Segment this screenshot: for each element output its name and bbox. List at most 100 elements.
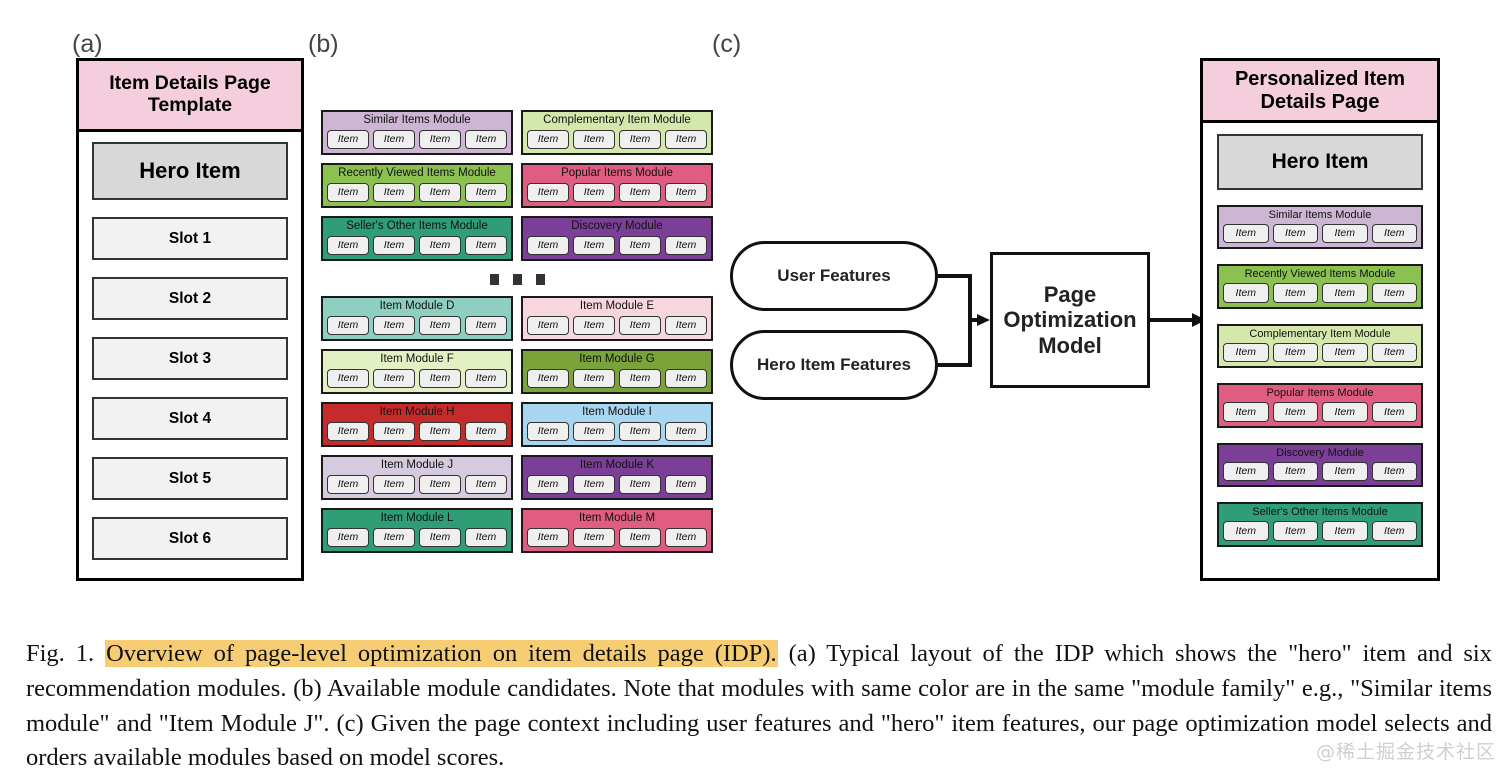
user-features-node: User Features [730,241,938,311]
item-tile: Item [419,235,461,256]
candidate-lettered-module-title: Item Module D [379,300,455,312]
candidate-named-module-title: Recently Viewed Items Module [338,167,496,180]
item-tile: Item [619,527,661,548]
item-tile: Item [1272,283,1318,303]
item-tile: Item [1371,461,1417,482]
caption-highlight: Overview of page-level optimization on i… [105,640,778,667]
item-tile: Item [1371,402,1417,422]
item-tile: Item [1223,461,1269,482]
item-tile: Item [373,315,415,336]
candidate-named-module-title: Discovery Module [571,220,663,233]
item-tile: Item [527,474,569,495]
candidate-lettered-module-title: Item Module K [579,459,655,472]
hero-item-features-node: Hero Item Features [730,330,938,400]
item-tile: Item [327,368,369,389]
item-tile: Item [1322,402,1368,422]
item-tile: Item [327,421,369,442]
item-tile: Item [1272,342,1318,363]
item-tile: Item [619,315,661,336]
item-tile: Item [465,368,507,389]
item-tile: Item [1371,223,1417,244]
item-tile: Item [1371,283,1417,303]
candidate-named-module-title: Similar Items Module [363,114,471,126]
item-tile: Item [373,527,415,548]
item-tile: Item [573,315,615,336]
personalized-module-title: Popular Items Module [1266,387,1374,400]
item-tile: Item [665,315,707,336]
item-tile: Item [1322,342,1368,363]
template-slot-5: Slot 5 [92,457,288,500]
item-tile: Item [373,182,415,203]
item-tile: Item [665,421,707,442]
item-tile: Item [419,182,461,203]
item-tile: Item [665,129,707,150]
candidate-lettered-module-title: Item Module I [582,406,652,419]
page-optimization-model-node: Page Optimization Model [990,252,1150,388]
candidate-lettered-module-title: Item Module E [579,300,655,312]
personalized-module-title: Similar Items Module [1268,209,1372,221]
template-slot-3: Slot 3 [92,337,288,380]
candidate-named-module-title: Complementary Item Module [543,114,691,126]
item-tile: Item [419,368,461,389]
item-tile: Item [1322,283,1368,303]
item-tile: Item [327,235,369,256]
template-slot-1: Slot 1 [92,217,288,260]
personalized-card-title: Personalized Item Details Page [1203,61,1437,123]
item-tile: Item [573,129,615,150]
personalized-module-title: Seller's Other Items Module [1252,506,1388,519]
candidate-lettered-module-title: Item Module H [379,406,455,419]
item-tile: Item [619,182,661,203]
item-tile: Item [327,129,369,150]
personalized-hero-item: Hero Item [1217,134,1423,190]
item-tile: Item [373,235,415,256]
item-tile: Item [527,235,569,256]
watermark: @稀土掘金技术社区 [1315,741,1496,763]
personalized-module-title: Discovery Module [1276,446,1364,459]
panel-label-a: (a) [72,30,103,58]
item-tile: Item [419,129,461,150]
item-tile: Item [1371,342,1417,363]
item-tile: Item [619,421,661,442]
item-tile: Item [373,129,415,150]
personalized-item-details-page-card: Personalized Item Details Page Hero Item… [1200,58,1440,581]
item-tile: Item [465,527,507,548]
item-tile: Item [1272,461,1318,482]
item-tile: Item [619,368,661,389]
item-tile: Item [1371,521,1417,541]
item-tile: Item [665,527,707,548]
item-tile: Item [573,474,615,495]
template-card-title: Item Details Page Template [79,61,301,132]
candidate-lettered-module-title: Item Module J [380,459,454,472]
item-tile: Item [573,527,615,548]
item-tile: Item [1223,223,1269,244]
ellipsis-dot-2 [512,274,522,286]
item-tile: Item [573,421,615,442]
item-tile: Item [1322,521,1368,541]
item-tile: Item [573,182,615,203]
ellipsis-dots [321,270,713,289]
item-tile: Item [665,182,707,203]
item-tile: Item [1223,342,1269,363]
